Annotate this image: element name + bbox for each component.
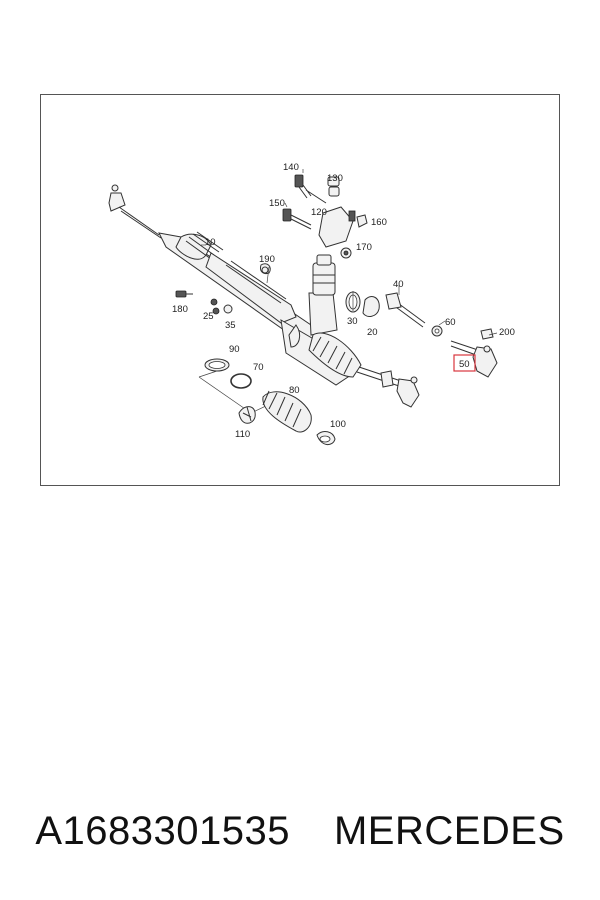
part-number: A1683301535 bbox=[35, 808, 290, 853]
callout-35: 35 bbox=[225, 320, 236, 331]
callout-120: 120 bbox=[311, 207, 327, 218]
right-bellows bbox=[308, 332, 402, 388]
callout-40: 40 bbox=[393, 279, 404, 290]
steering-rack-exploded-diagram: 10 20 25 30 35 40 50 60 70 80 90 100 110… bbox=[108, 162, 515, 445]
callout-80: 80 bbox=[289, 385, 300, 396]
callout-200: 200 bbox=[499, 327, 515, 338]
callout-25: 25 bbox=[203, 311, 214, 322]
callout-130: 130 bbox=[327, 173, 343, 184]
callout-110: 110 bbox=[235, 429, 250, 440]
callout-20: 20 bbox=[367, 327, 378, 338]
callout-180: 180 bbox=[172, 304, 188, 315]
callout-150: 150 bbox=[269, 198, 285, 209]
callout-60: 60 bbox=[445, 317, 456, 328]
left-tie-rod-end bbox=[108, 184, 162, 239]
callout-30: 30 bbox=[347, 316, 358, 327]
callout-10: 10 bbox=[205, 237, 216, 248]
callout-100: 100 bbox=[330, 419, 346, 430]
right-tie-rod-end-installed bbox=[396, 376, 420, 408]
left-small-parts bbox=[175, 263, 271, 315]
diagram-frame: 10 20 25 30 35 40 50 60 70 80 90 100 110… bbox=[40, 94, 560, 486]
boot-kit bbox=[198, 358, 336, 445]
callout-70: 70 bbox=[253, 362, 264, 373]
callout-170: 170 bbox=[356, 242, 372, 253]
callout-190: 190 bbox=[259, 254, 275, 265]
leader-lines bbox=[201, 169, 498, 336]
highlight-box-50 bbox=[453, 354, 476, 372]
brand-name: MERCEDES bbox=[333, 808, 565, 853]
callout-90: 90 bbox=[229, 344, 240, 355]
callout-50: 50 bbox=[459, 359, 470, 370]
outer-tie-rod-end-50 bbox=[450, 328, 498, 378]
middle-seals bbox=[345, 291, 443, 337]
callout-160: 160 bbox=[371, 217, 387, 228]
callout-140: 140 bbox=[283, 162, 299, 173]
upper-fasteners bbox=[282, 174, 368, 259]
product-caption: A1683301535 MERCEDES bbox=[0, 806, 600, 856]
